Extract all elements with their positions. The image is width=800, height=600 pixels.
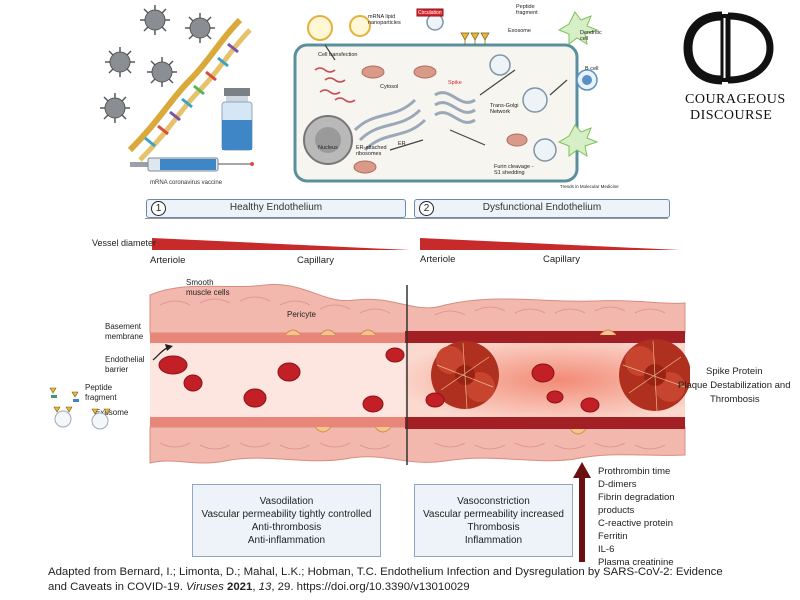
citation-volume: 13 bbox=[258, 581, 272, 593]
label-b-cell: B cell bbox=[585, 66, 599, 72]
annotation-plaque: Plaque Destabilization and bbox=[678, 380, 791, 391]
citation-year: 2021 bbox=[226, 581, 253, 593]
logo-word-discourse: DISCOURSE bbox=[690, 108, 773, 123]
annotation-spike-protein: Spike Protein bbox=[706, 366, 763, 377]
label-peptide-fragment-top: Peptide fragment bbox=[516, 4, 538, 16]
dysfunctional-effect: Thrombosis bbox=[467, 522, 520, 533]
label-nucleus: Nucleus bbox=[318, 145, 338, 151]
vaccine-illustration bbox=[100, 5, 254, 172]
increase-arrow-icon bbox=[573, 462, 591, 562]
healthy-effect: Vascular permeability tightly controlled bbox=[201, 509, 372, 520]
section-divider bbox=[145, 218, 668, 219]
citation-prefix: and Caveats in COVID-19. bbox=[48, 581, 187, 593]
label-dendritic-cell: Dendritic cell bbox=[580, 30, 602, 42]
healthy-effect: Vasodilation bbox=[259, 496, 314, 507]
label-er-ribosomes: ER-attached ribosomes bbox=[356, 145, 387, 157]
virus-icon bbox=[100, 5, 215, 123]
biomarker-item: Ferritin bbox=[598, 531, 628, 542]
b-cell-icon bbox=[576, 69, 598, 91]
label-trans-golgi: Trans-Golgi Network bbox=[490, 103, 519, 115]
phase-number: 1 bbox=[151, 201, 166, 216]
dysfunctional-effects-box: Vasoconstriction Vascular permeability i… bbox=[414, 484, 573, 557]
dysfunctional-effect: Inflammation bbox=[464, 535, 523, 546]
label-cytosol: Cytosol bbox=[380, 84, 399, 90]
blood-vessel-illustration bbox=[149, 284, 690, 465]
dysfunctional-effect: Vasoconstriction bbox=[457, 496, 530, 507]
label-cell-transfection: Cell transfection bbox=[318, 52, 358, 58]
dysfunctional-effect: Vascular permeability increased bbox=[423, 509, 564, 520]
vessel-diameter-label: Vessel diameter bbox=[92, 238, 157, 248]
label-mrna-lipid: mRNA lipid nanoparticles bbox=[368, 14, 401, 26]
courageous-discourse-logo bbox=[683, 11, 774, 85]
exosome-icon bbox=[49, 387, 111, 430]
capillary-label-right: Capillary bbox=[543, 254, 580, 265]
basement-membrane-label: Basement membrane bbox=[105, 322, 144, 341]
citation-line-1: Adapted from Bernard, I.; Limonta, D.; M… bbox=[48, 566, 723, 578]
endothelial-barrier-label: Endothelial barrier bbox=[105, 355, 145, 374]
healthy-effects-box: Vasodilation Vascular permeability tight… bbox=[192, 484, 381, 557]
label-source: Trends in Molecular Medicine bbox=[560, 184, 619, 189]
label-circulation: Circulation bbox=[418, 10, 442, 16]
citation-line-2: and Caveats in COVID-19. Viruses 2021, 1… bbox=[48, 581, 470, 593]
phase-number: 2 bbox=[419, 201, 434, 216]
biomarker-item: C-reactive protein bbox=[598, 518, 673, 529]
citation-journal: Viruses bbox=[186, 581, 224, 593]
nanoparticle-icon bbox=[307, 15, 371, 41]
peptide-fragment-label: Peptide fragment bbox=[85, 383, 117, 402]
label-furin: Furin cleavage - S1 shedding bbox=[494, 164, 534, 176]
nucleus-icon bbox=[303, 115, 353, 165]
vessel-diameter-wedges bbox=[152, 238, 680, 250]
annotation-thrombosis: Thrombosis bbox=[710, 394, 760, 405]
vaccine-caption: mRNA coronavirus vaccine bbox=[150, 180, 223, 186]
label-exosome-top: Exosome bbox=[508, 28, 531, 34]
biomarker-item: Fibrin degradation bbox=[598, 492, 675, 503]
label-spike: Spike bbox=[448, 80, 462, 86]
healthy-effect: Anti-inflammation bbox=[247, 535, 326, 546]
mitochondria-icon bbox=[353, 65, 528, 174]
exosome-label: Exosome bbox=[95, 408, 129, 417]
cell-mechanism-diagram bbox=[293, 8, 599, 183]
pericyte-label: Pericyte bbox=[287, 310, 316, 319]
phase-label: Healthy Endothelium bbox=[229, 202, 323, 213]
capillary-label-left: Capillary bbox=[297, 255, 334, 266]
biomarker-list: Prothrombin time D-dimers Fibrin degrada… bbox=[598, 465, 675, 569]
syringe-icon bbox=[130, 157, 254, 172]
phase-label: Dysfunctional Endothelium bbox=[482, 202, 602, 213]
arteriole-label-left: Arteriole bbox=[150, 255, 186, 266]
biomarker-item: Prothrombin time bbox=[598, 466, 671, 477]
biomarker-item: D-dimers bbox=[598, 479, 637, 490]
biomarker-item: products bbox=[598, 505, 635, 516]
phase-header-dysfunctional: 2 Dysfunctional Endothelium bbox=[414, 199, 670, 218]
phase-header-healthy: 1 Healthy Endothelium bbox=[146, 199, 406, 218]
label-er: ER bbox=[398, 141, 406, 147]
biomarker-item: Plasma creatinine bbox=[598, 557, 674, 568]
healthy-effect: Anti-thrombosis bbox=[251, 522, 322, 533]
red-blood-cell-icon bbox=[158, 347, 405, 413]
logo-word-courageous: COURAGEOUS bbox=[685, 92, 786, 107]
arteriole-label-right: Arteriole bbox=[420, 254, 456, 265]
vaccine-vial-icon bbox=[221, 88, 253, 151]
citation-suffix: , 29. https://doi.org/10.3390/v13010029 bbox=[271, 581, 470, 593]
smooth-muscle-label: Smooth muscle cells bbox=[186, 278, 230, 297]
biomarker-item: IL-6 bbox=[598, 544, 615, 555]
dna-helix-icon bbox=[127, 17, 252, 162]
dendritic-cell-icon bbox=[557, 11, 599, 158]
